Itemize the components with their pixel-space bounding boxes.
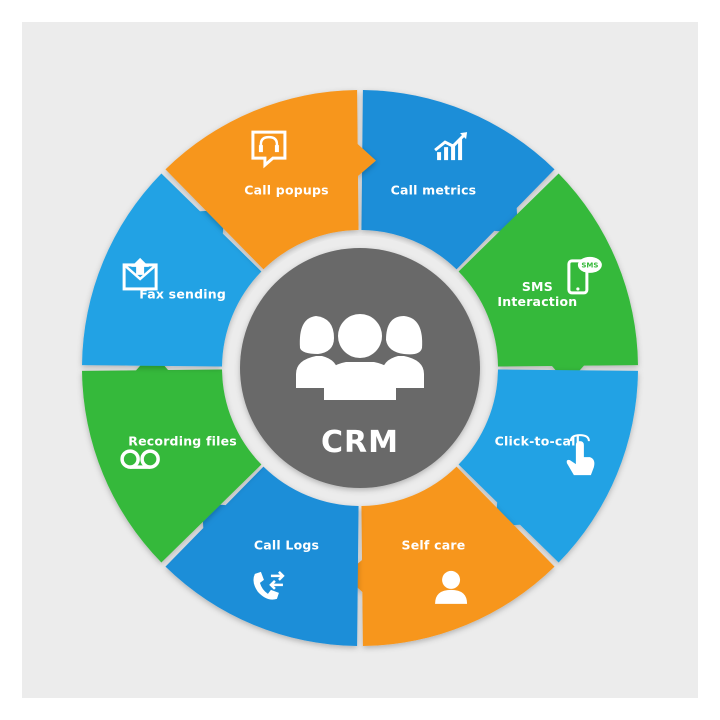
- segment-click-to-call: [458, 369, 638, 563]
- people-group-icon: [296, 314, 424, 400]
- chart-trend-icon: [434, 132, 468, 161]
- segment-label-line: Call Logs: [254, 537, 319, 552]
- hub-title: CRM: [321, 425, 399, 460]
- person-icon: [435, 570, 468, 604]
- segment-label-self-care: Self care: [402, 537, 466, 552]
- segment-sms-interaction: [458, 173, 638, 384]
- segment-label-recording-files: Recording files: [128, 433, 237, 448]
- segment-label-line: Click-to-call: [495, 433, 580, 448]
- segment-label-fax-sending: Fax sending: [139, 287, 226, 302]
- segment-label-line: Call popups: [244, 183, 329, 198]
- voicemail-icon: [120, 449, 160, 469]
- segment-label-call-metrics: Call metrics: [391, 183, 477, 198]
- segment-label-call-logs: Call Logs: [254, 537, 319, 552]
- segment-call-logs: [165, 466, 359, 646]
- segment-fax-sending: [82, 173, 262, 367]
- sms-bubble-text: SMS: [581, 261, 598, 269]
- segment-label-line: Call metrics: [391, 183, 477, 198]
- segment-call-metrics: [361, 90, 555, 270]
- segment-self-care: [344, 466, 555, 646]
- segment-label-line: Fax sending: [139, 287, 226, 302]
- headset-chat-icon: [251, 130, 287, 169]
- segment-label-click-to-call: Click-to-call: [495, 433, 580, 448]
- segment-label-line: Interaction: [497, 294, 577, 309]
- fax-envelope-icon: [122, 257, 158, 291]
- segment-recording-files: [82, 352, 262, 563]
- pointer-hand-icon: [566, 434, 595, 476]
- phone-transfer-icon: [253, 570, 285, 600]
- segment-label-call-popups: Call popups: [244, 183, 329, 198]
- segment-label-line: Self care: [402, 537, 466, 552]
- segment-call-popups: [165, 90, 376, 270]
- segment-label-line: Recording files: [128, 433, 237, 448]
- segment-label-line: SMS: [522, 279, 553, 294]
- sms-phone-icon: SMS: [567, 256, 602, 295]
